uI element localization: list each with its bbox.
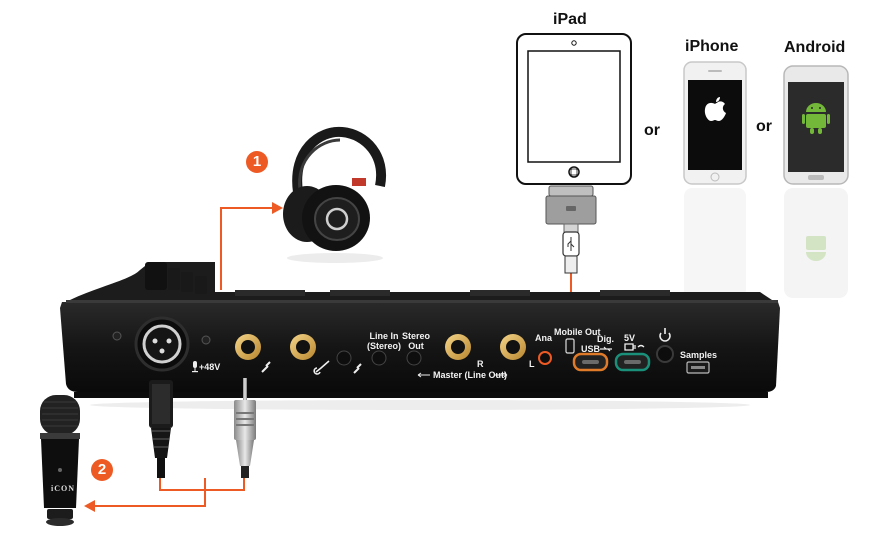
left-channel-label: L — [529, 359, 535, 369]
analog-label: Ana — [535, 333, 553, 343]
right-channel-label: R — [477, 359, 484, 369]
android-label: Android — [784, 39, 846, 56]
iphone-reflection — [684, 188, 746, 298]
or-label-2: or — [756, 118, 772, 135]
line-in-label: Line In (Stereo) — [367, 331, 401, 351]
master-right-jack — [445, 334, 471, 360]
samples-label: Samples — [680, 350, 718, 360]
iphone-label: iPhone — [685, 38, 739, 55]
ipad-label: iPad — [553, 11, 587, 28]
power-plug-icon — [624, 343, 645, 351]
headphone-arrow — [272, 202, 283, 214]
stereo-out-label: Stereo Out — [402, 331, 430, 351]
stereo-out-jack — [406, 350, 422, 366]
headphones-step-badge: 1 — [246, 151, 268, 173]
line-in-jack — [371, 350, 387, 366]
mic-arrow — [84, 500, 95, 512]
line-in-label-line1: Line In — [369, 331, 399, 341]
stereo-out-label-line2: Out — [408, 341, 424, 351]
mic-input-icon — [261, 361, 271, 373]
mobile-out-label: Mobile Out — [554, 327, 601, 337]
five-volt-label: 5V — [624, 333, 636, 343]
master-arrow-left — [417, 372, 430, 378]
power-button[interactable] — [656, 345, 674, 363]
mic-input-icon-2 — [353, 363, 362, 374]
headphone-cable — [220, 207, 272, 290]
android-reflection — [784, 188, 848, 298]
master-line-out-label: Master (Line Out) — [433, 370, 508, 380]
phantom-mic-icon — [192, 361, 198, 373]
mini-jack-1 — [336, 350, 352, 366]
dock-adapter-icon — [545, 185, 597, 274]
digital-label: Dig. — [597, 334, 614, 344]
mobile-out-switch — [565, 338, 575, 354]
headphones-icon — [283, 126, 387, 263]
microphone-step-badge: 2 — [91, 459, 113, 481]
mobile-out-analog-jack — [538, 351, 552, 365]
iphone-icon — [683, 61, 747, 185]
usb-label: USB — [581, 344, 601, 354]
microphone-brand-label: iCON — [51, 484, 75, 493]
master-left-jack — [500, 334, 526, 360]
master-arrow-right — [495, 372, 508, 378]
ipad-icon — [516, 33, 632, 185]
usb-trident-icon — [600, 346, 612, 352]
quarter-inch-plug-icon — [234, 378, 256, 478]
mic-cable — [159, 478, 206, 491]
android-reflection-logo — [806, 236, 826, 261]
or-label-1: or — [644, 122, 660, 139]
xlr-input-jack — [112, 316, 211, 372]
android-phone-icon — [783, 65, 849, 185]
microphone-icon — [40, 395, 80, 526]
stereo-out-label-line1: Stereo — [402, 331, 431, 341]
guitar-icon — [313, 360, 330, 375]
jack-cable — [205, 478, 245, 491]
mic-quarter-inch-jack — [235, 334, 261, 360]
mic-cable-to-mic — [95, 490, 206, 507]
xlr-plug-icon — [149, 380, 173, 478]
guitar-quarter-inch-jack — [290, 334, 316, 360]
line-in-label-line2: (Stereo) — [367, 341, 402, 351]
power-symbol-icon — [659, 328, 671, 342]
phantom-power-label: +48V — [199, 362, 221, 372]
